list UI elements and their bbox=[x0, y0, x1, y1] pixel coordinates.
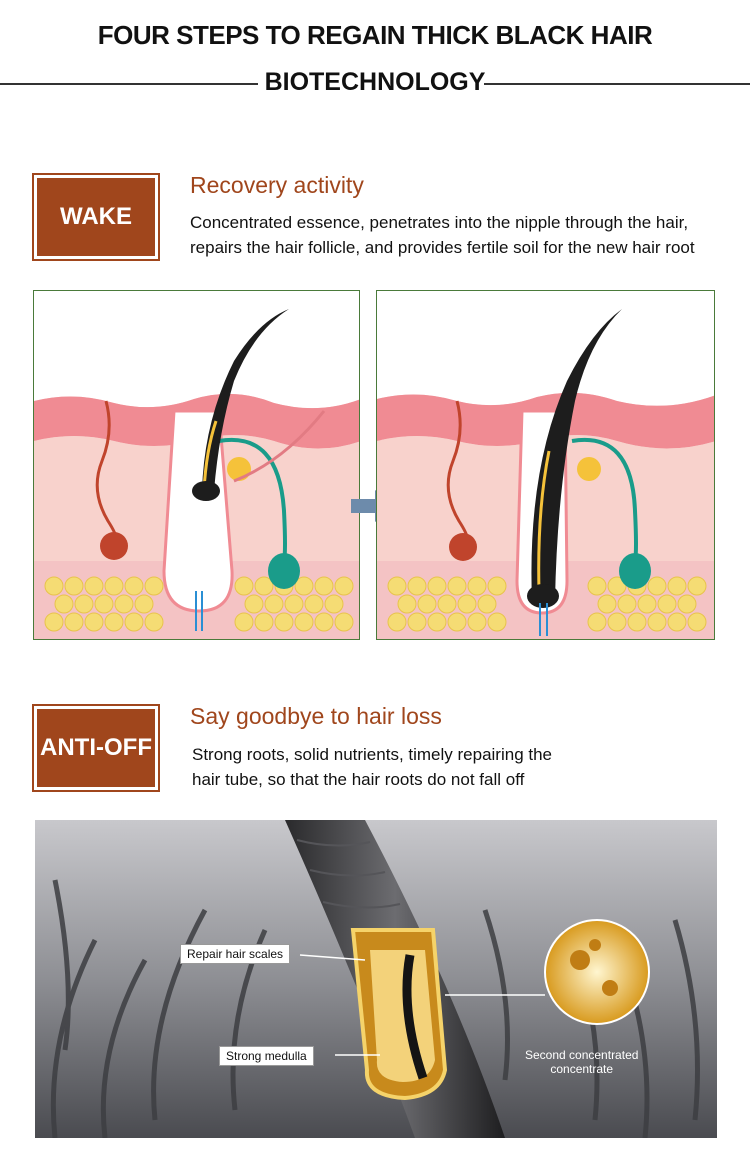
step-description-recovery: Concentrated essence, penetrates into th… bbox=[190, 210, 695, 260]
hair-shaft-photo: Repair hair scales Strong medulla Second… bbox=[35, 820, 717, 1138]
step-heading-recovery: Recovery activity bbox=[190, 172, 364, 198]
description-line: hair tube, so that the hair roots do not… bbox=[192, 770, 525, 789]
callout-second-concentrate: Second concentrated concentrate bbox=[519, 1046, 644, 1078]
callout-line: Second concentrated bbox=[525, 1048, 639, 1062]
callout-repair-scales: Repair hair scales bbox=[180, 944, 291, 964]
divider-right bbox=[484, 83, 750, 85]
follicle-after-panel bbox=[376, 290, 715, 640]
follicle-before-illustration bbox=[34, 309, 359, 639]
divider-left bbox=[0, 83, 258, 85]
description-line: repairs the hair follicle, and provides … bbox=[190, 238, 695, 257]
hair-shaft-render bbox=[35, 820, 717, 1138]
subtitle-row: BIOTECHNOLOGY bbox=[0, 68, 750, 98]
follicle-after-illustration bbox=[377, 309, 714, 639]
step-description-hair-loss: Strong roots, solid nutrients, timely re… bbox=[192, 742, 552, 792]
callout-strong-medulla: Strong medulla bbox=[219, 1046, 314, 1066]
description-line: Concentrated essence, penetrates into th… bbox=[190, 213, 689, 232]
step-heading-hair-loss: Say goodbye to hair loss bbox=[190, 703, 442, 729]
follicle-before-panel bbox=[33, 290, 360, 640]
main-title: FOUR STEPS TO REGAIN THICK BLACK HAIR bbox=[97, 20, 653, 50]
description-line: Strong roots, solid nutrients, timely re… bbox=[192, 745, 553, 764]
subtitle: BIOTECHNOLOGY bbox=[264, 68, 486, 96]
badge-anti-off: ANTI-OFF bbox=[32, 704, 160, 792]
callout-line: concentrate bbox=[550, 1062, 614, 1076]
badge-wake: WAKE bbox=[32, 173, 160, 261]
